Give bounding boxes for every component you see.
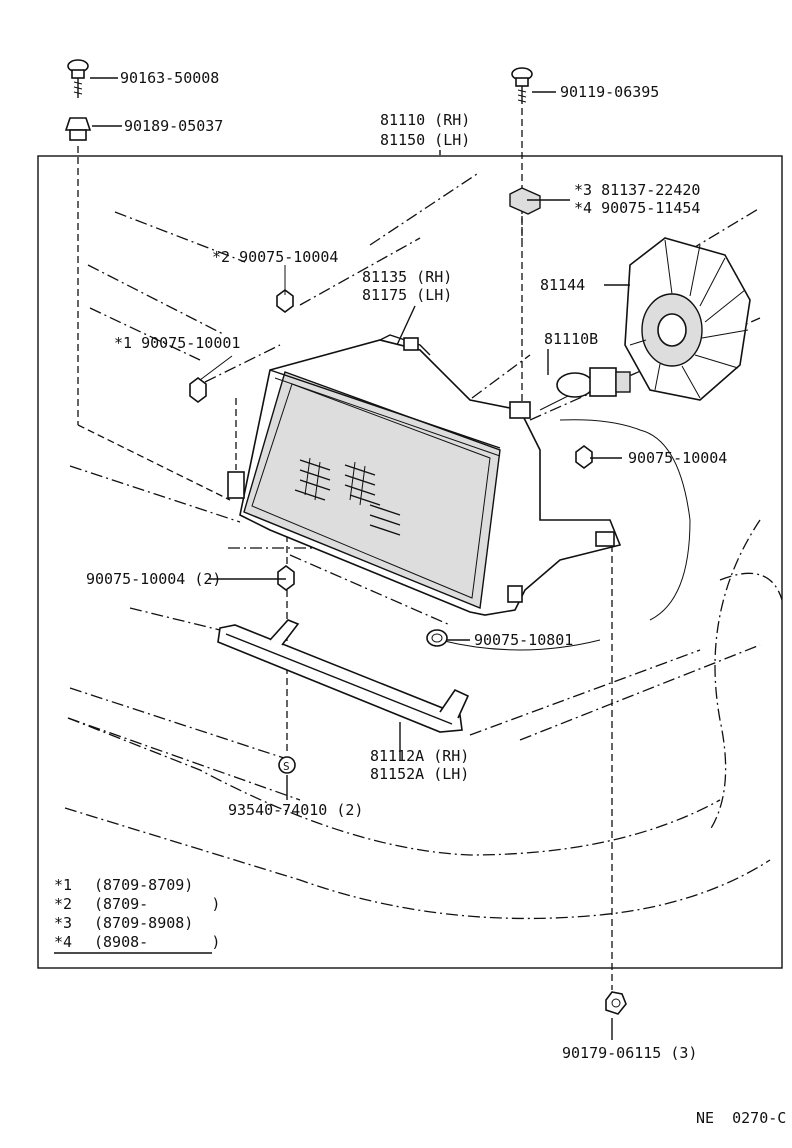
label-81137-22420: *3 81137-22420 [574, 181, 700, 199]
bracket-81137-icon [509, 187, 541, 215]
nut-90075-10001-icon [189, 377, 207, 403]
assembly-frame [37, 155, 783, 969]
label-81110-rh: 81110 (RH) [380, 111, 470, 129]
clip-90075-10801-icon [426, 629, 448, 647]
legend-mark-2: *2 [54, 895, 72, 913]
legend-range-3: (8709-8908) [94, 914, 193, 932]
cover-81144-icon [624, 237, 751, 401]
label-90075-11454: *4 90075-11454 [574, 199, 700, 217]
legend: *1 (8709-8709) *2 (8709- ) *3 (8709-8908… [54, 876, 220, 954]
bulb-81110b-icon [556, 367, 631, 398]
label-81150-lh: 81150 (LH) [380, 131, 470, 149]
label-90119-06395: 90119-06395 [560, 83, 659, 101]
screw-90119-icon [511, 67, 533, 104]
label-90075-10801: 90075-10801 [474, 631, 573, 649]
label-90189-05037: 90189-05037 [124, 117, 223, 135]
label-81175-lh: 81175 (LH) [362, 286, 452, 304]
bracket-81112a-icon [217, 619, 470, 733]
svg-text:S: S [283, 760, 290, 773]
diagram-code: NE 0270-C [696, 1109, 786, 1127]
headlamp-unit [227, 334, 622, 616]
legend-range-4: (8908- ) [94, 933, 220, 951]
clip-90189-icon [64, 117, 92, 141]
legend-range-2: (8709- ) [94, 895, 220, 913]
label-81152a-lh: 81152A (LH) [370, 765, 469, 783]
label-90075-10004-pair: 90075-10004 (2) [86, 570, 221, 588]
legend-mark-1: *1 [54, 876, 72, 894]
clip-90179-icon [605, 991, 627, 1015]
nut-90075-10004-right-icon [575, 445, 593, 469]
label-leaders [90, 77, 630, 1040]
label-81144: 81144 [540, 276, 585, 294]
legend-range-1: (8709-8709) [94, 876, 193, 894]
label-81135-rh: 81135 (RH) [362, 268, 452, 286]
legend-mark-4: *4 [54, 933, 72, 951]
stud-93540-icon: S [278, 756, 296, 774]
screw-90163-icon [67, 59, 89, 98]
label-90179-06115: 90179-06115 (3) [562, 1044, 697, 1062]
legend-mark-3: *3 [54, 914, 72, 932]
label-93540-74010: 93540-74010 (2) [228, 801, 363, 819]
label-81110b: 81110B [544, 330, 598, 348]
label-90075-10001-star1: *1 90075-10001 [114, 334, 240, 352]
label-81112a-rh: 81112A (RH) [370, 747, 469, 765]
label-90075-10004-right: 90075-10004 [628, 449, 727, 467]
label-90163-50008: 90163-50008 [120, 69, 219, 87]
label-90075-10004-star2: *2 90075-10004 [212, 248, 338, 266]
nut-90075-10004-pair-icon [277, 565, 295, 591]
